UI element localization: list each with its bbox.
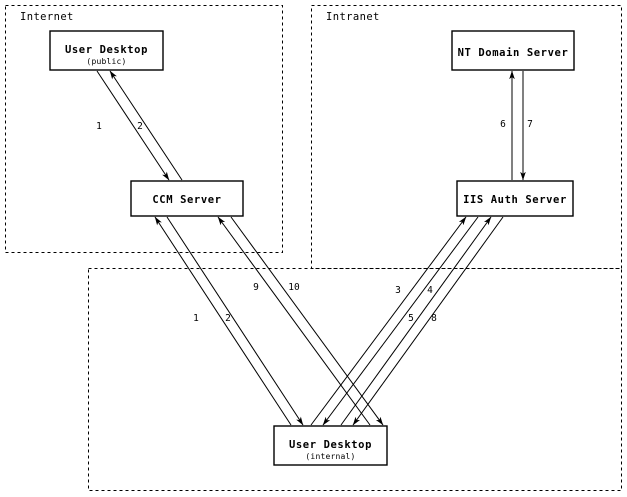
node-user-desktop-internal[interactable]: User Desktop (internal) (273, 425, 388, 466)
node-label-nt-domain-server: NT Domain Server (458, 47, 569, 59)
zone-boundaries (5, 5, 622, 491)
flow-connectors (96, 70, 526, 426)
step-label-5: 5 (408, 313, 414, 324)
zone-internal-network-boundary (88, 268, 622, 491)
node-label-user-desktop-internal: User Desktop (289, 439, 372, 451)
node-box-nt-domain-server[interactable] (451, 30, 575, 71)
step-label-7: 7 (527, 119, 533, 130)
step-label-2-internal: 2 (225, 313, 231, 324)
node-box-ccm-server[interactable] (130, 180, 244, 217)
flow-line-2-ccm-to-internal (166, 216, 304, 426)
step-label-3: 3 (395, 285, 401, 296)
node-iis-auth-server[interactable]: IIS Auth Server (456, 180, 574, 217)
flow-line-5-internal-to-iis (340, 216, 492, 426)
node-label-ccm-server: CCM Server (152, 194, 221, 206)
flow-line-1-internal-to-ccm (154, 216, 292, 426)
flow-line-3-internal-to-iis (310, 216, 467, 426)
zone-internet-boundary (5, 5, 283, 253)
zone-label-internet: Internet (20, 11, 74, 23)
step-label-1-public: 1 (96, 121, 102, 132)
node-sublabel-user-desktop-public: (public) (86, 57, 126, 66)
step-label-6: 6 (500, 119, 506, 130)
node-ccm-server[interactable]: CCM Server (130, 180, 244, 217)
flow-line-10-ccm-to-internal (230, 216, 384, 426)
step-label-1-internal: 1 (193, 313, 199, 324)
step-label-8: 8 (431, 313, 437, 324)
node-nt-domain-server[interactable]: NT Domain Server (451, 30, 575, 71)
node-sublabel-user-desktop-internal: (internal) (305, 452, 355, 461)
flow-line-2-ccm-to-public (109, 70, 183, 181)
step-label-10: 10 (288, 282, 300, 293)
step-label-2-public: 2 (137, 121, 143, 132)
flow-step-labels: 1 2 1 2 3 4 5 8 6 7 9 10 (96, 119, 533, 324)
flow-line-4-iis-to-internal (322, 216, 479, 426)
step-label-4: 4 (427, 285, 433, 296)
node-user-desktop-public[interactable]: User Desktop (public) (49, 30, 164, 71)
node-label-iis-auth-server: IIS Auth Server (463, 194, 567, 206)
zone-label-intranet: Intranet (326, 11, 380, 23)
step-label-9: 9 (253, 282, 259, 293)
flow-line-9-internal-to-ccm (217, 216, 371, 426)
node-box-iis-auth-server[interactable] (456, 180, 574, 217)
flow-line-1-public-to-ccm (96, 70, 170, 181)
flow-line-8-iis-to-internal (352, 216, 504, 426)
node-box-user-desktop-public[interactable] (49, 30, 164, 71)
node-label-user-desktop-public: User Desktop (65, 44, 148, 56)
node-box-user-desktop-internal[interactable] (273, 425, 388, 466)
